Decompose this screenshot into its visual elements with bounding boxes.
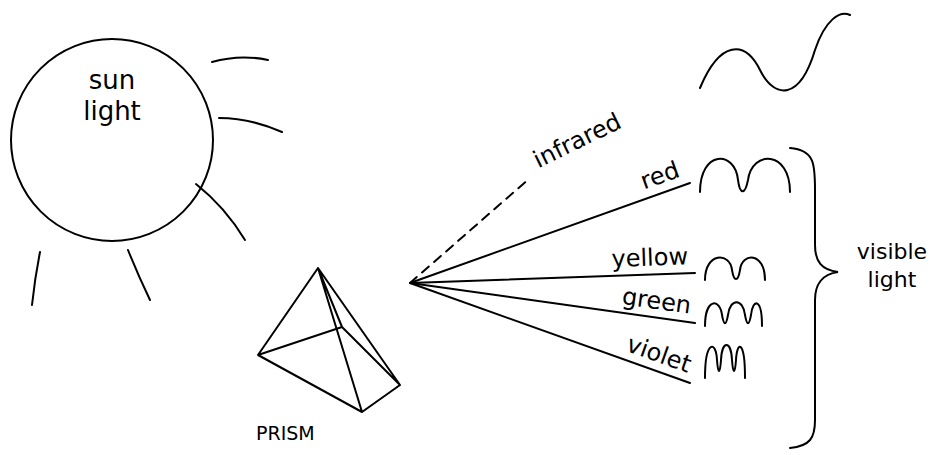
sun-circle: sun light: [9, 37, 215, 243]
prism-label: PRISM: [256, 422, 376, 445]
prism-outline: [258, 268, 400, 412]
infrared-wave: [700, 14, 850, 91]
color-label: green: [621, 284, 693, 317]
bracket: [790, 148, 838, 448]
yellow-wave: [705, 258, 765, 280]
sun-ray: [32, 252, 40, 305]
sun-outline: [11, 39, 213, 241]
color-label: yellow: [611, 244, 688, 271]
light-ray: [410, 283, 695, 323]
bracket-label: visible light: [842, 238, 942, 293]
prism-shape: PRISM: [250, 265, 410, 455]
sun-ray: [128, 250, 150, 300]
color-label: violet: [623, 331, 694, 376]
sun-ray: [219, 118, 282, 132]
sun-ray: [212, 57, 268, 62]
violet-wave: [705, 345, 745, 378]
light-ray: [410, 273, 695, 283]
green-wave: [705, 302, 762, 326]
red-wave: [700, 159, 790, 192]
spectrum-label: infrared: [529, 109, 624, 172]
light-ray: [410, 183, 690, 283]
sun-ray: [196, 184, 245, 240]
infrared-ray: [410, 178, 530, 283]
sun-label: sun light: [67, 65, 157, 127]
